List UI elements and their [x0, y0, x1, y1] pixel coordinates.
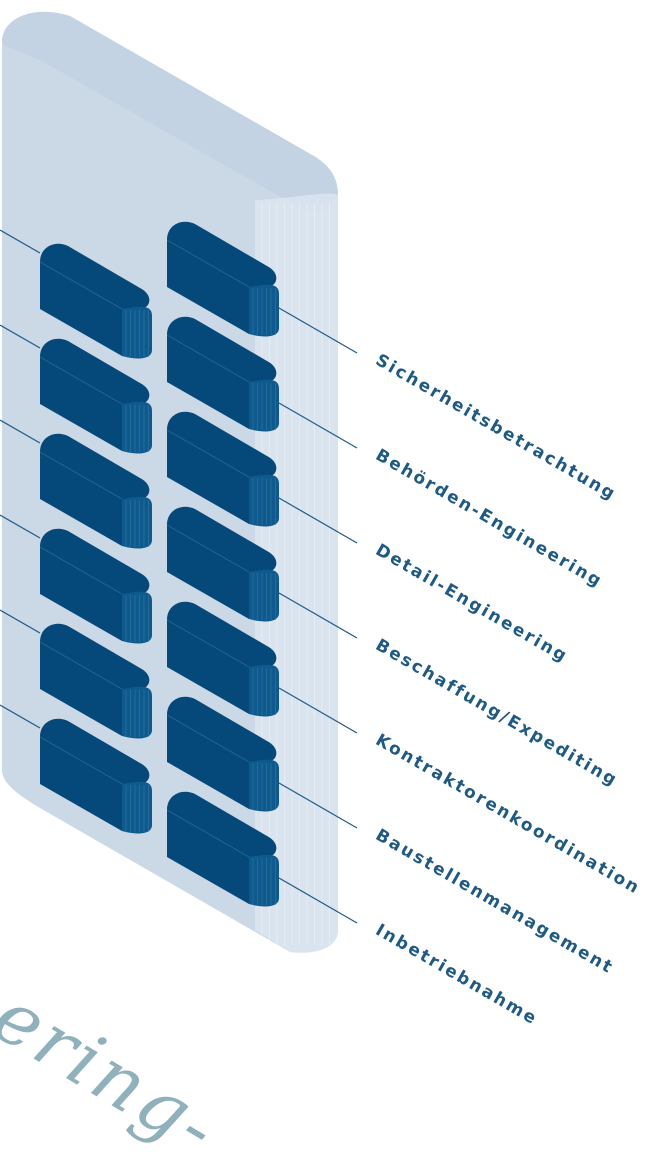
- label-connector-line: [278, 402, 358, 449]
- left-connector-line: [0, 229, 41, 254]
- right-block-7-edge: [166, 809, 250, 858]
- left-block-2-end: [122, 401, 152, 454]
- left-connector-line: [0, 609, 41, 634]
- right-block-5-front: [167, 620, 249, 714]
- left-block-1-end: [122, 306, 152, 359]
- right-block-4-end: [249, 569, 279, 622]
- label-connector-line: [278, 592, 358, 639]
- right-block-7-front: [167, 810, 249, 904]
- left-block-5-top: [40, 623, 150, 698]
- left-block-2-front: [40, 357, 122, 451]
- left-block-4-top: [40, 528, 150, 603]
- left-connector-line: [0, 324, 41, 349]
- left-block-3-end: [122, 496, 152, 549]
- left-connector-line: [0, 419, 41, 444]
- right-block-1-end: [249, 284, 279, 337]
- left-block-6-front: [40, 737, 122, 831]
- right-block-2-edge: [166, 334, 250, 383]
- right-block-4-edge: [166, 524, 250, 573]
- left-block-4-end: [122, 591, 152, 644]
- left-block-1-front: [40, 262, 122, 356]
- label-connector-line: [278, 782, 358, 829]
- left-block-4-edge: [39, 546, 123, 595]
- right-block-2-front: [167, 335, 249, 429]
- right-block-6-front: [167, 715, 249, 809]
- left-block-3-front: [40, 452, 122, 546]
- right-block-6-top: [167, 696, 277, 771]
- tower-top: [2, 11, 338, 212]
- label-connector-line: [278, 497, 358, 544]
- left-block-6-end: [122, 781, 152, 834]
- right-block-2-end: [249, 379, 279, 432]
- label-connector-line: [278, 687, 358, 734]
- engineering-diagram: Sicherheitsbetrachtung Behörden-Engineer…: [0, 11, 644, 1174]
- label-connector-line: [278, 307, 358, 354]
- left-connector-line: [0, 704, 41, 729]
- right-block-1-front: [167, 240, 249, 334]
- left-block-6-top: [40, 718, 150, 793]
- left-block-6-edge: [39, 736, 123, 785]
- tower-illustration: [0, 11, 358, 953]
- label-connector-line: [278, 877, 358, 924]
- left-block-2-edge: [39, 356, 123, 405]
- right-block-7-top: [167, 791, 277, 866]
- right-block-3-front: [167, 430, 249, 524]
- left-connector-line: [0, 514, 41, 539]
- left-block-5-end: [122, 686, 152, 739]
- right-block-6-end: [249, 759, 279, 812]
- left-block-2-top: [40, 338, 150, 413]
- left-block-1-top: [40, 243, 150, 318]
- tower-body: [2, 11, 338, 953]
- right-block-1-top: [167, 221, 277, 296]
- left-block-5-front: [40, 642, 122, 736]
- right-block-5-edge: [166, 619, 250, 668]
- left-block-3-edge: [39, 451, 123, 500]
- right-block-3-top: [167, 411, 277, 486]
- right-block-6-edge: [166, 714, 250, 763]
- right-block-1-edge: [166, 239, 250, 288]
- left-block-3-top: [40, 433, 150, 508]
- right-block-5-top: [167, 601, 277, 676]
- right-block-4-top: [167, 506, 277, 581]
- right-block-3-end: [249, 474, 279, 527]
- right-block-4-front: [167, 525, 249, 619]
- left-block-5-edge: [39, 641, 123, 690]
- left-block-4-front: [40, 547, 122, 641]
- right-block-7-end: [249, 854, 279, 907]
- right-block-5-end: [249, 664, 279, 717]
- right-block-2-top: [167, 316, 277, 391]
- left-block-1-edge: [39, 261, 123, 310]
- right-block-3-edge: [166, 429, 250, 478]
